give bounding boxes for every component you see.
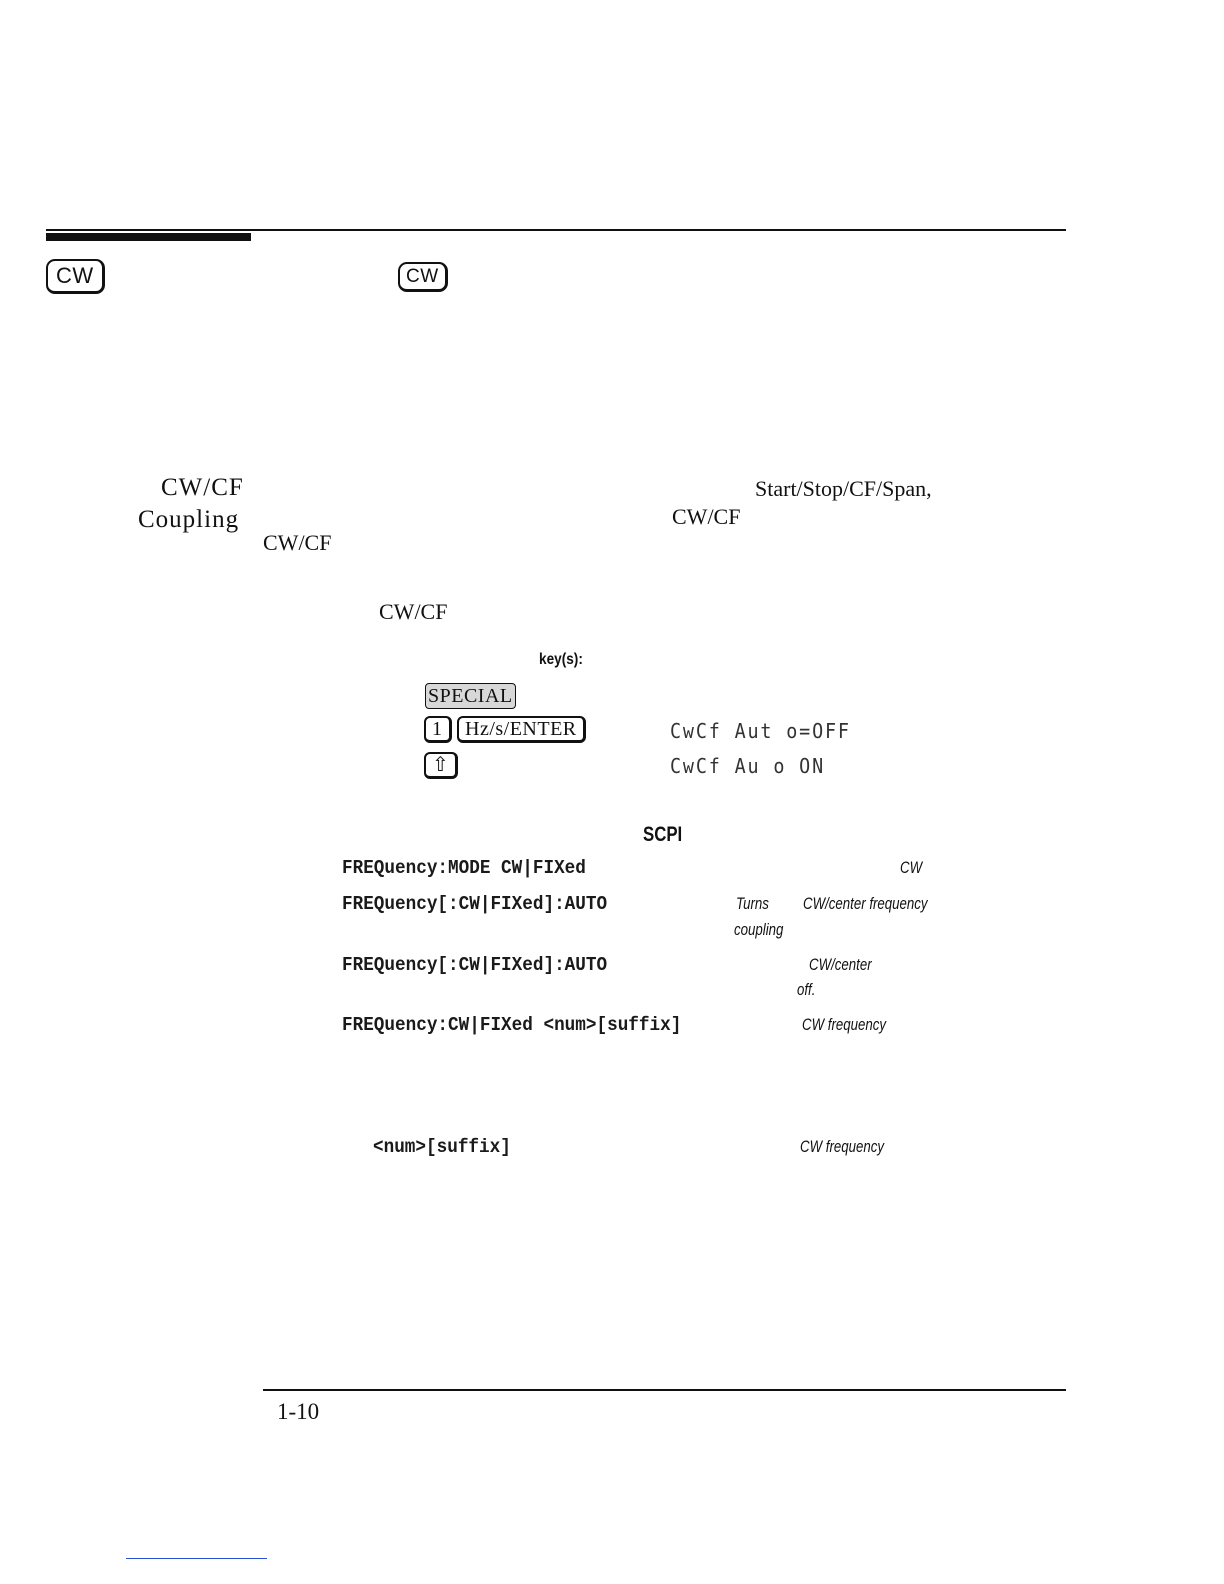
text-cwcf-b: CW/CF [263,530,332,555]
top-rule-tab [46,233,251,241]
shift-key: ⇧ [424,752,459,779]
scpi-desc-cw: CW [900,858,923,877]
special-key: SPECIAL [425,683,516,709]
section-heading-coupling: Coupling [138,506,240,533]
scpi-desc-off: off. [797,980,816,999]
scpi-desc-coupling: coupling [734,920,784,939]
text-start-stop: Start/Stop/CF/Span, [755,476,932,501]
scpi-command: FREQuency:MODE CW|FIXed [342,857,586,879]
scpi-command: FREQuency[:CW|FIXed]:AUTO [342,893,608,915]
keys-label: key(s): [539,651,583,668]
display-auto-on: CwCf Au o ON [670,754,826,778]
text-cwcf-a: CW/CF [672,504,741,529]
cw-key-inline: CW [398,262,448,292]
one-key: 1 [424,716,452,743]
top-rule [46,229,1066,231]
scpi-desc-coupling-freq: CW/center frequency [803,894,928,913]
scpi-desc-turns: Turns [736,894,769,913]
scpi-command: FREQuency[:CW|FIXed]:AUTO [342,954,608,976]
scpi-desc-cw-frequency: CW frequency [802,1015,887,1034]
scpi-desc-center: CW/center [809,955,872,974]
enter-key: Hz/s/ENTER [457,716,586,743]
scpi-command: FREQuency:CW|FIXed <num>[suffix] [342,1014,682,1036]
cw-key-margin: CW [46,259,105,294]
param-name: <num>[suffix] [373,1136,511,1158]
text-cwcf-c: CW/CF [379,599,448,624]
display-auto-off: CwCf Aut o=OFF [670,719,851,743]
section-heading-cwcf: CW/CF [161,474,244,501]
param-desc: CW frequency [800,1137,885,1156]
page-number: 1-10 [277,1399,320,1424]
scpi-heading: SCPI [643,823,683,846]
bottom-blue-rule [126,1558,267,1559]
footer-rule [263,1389,1066,1391]
